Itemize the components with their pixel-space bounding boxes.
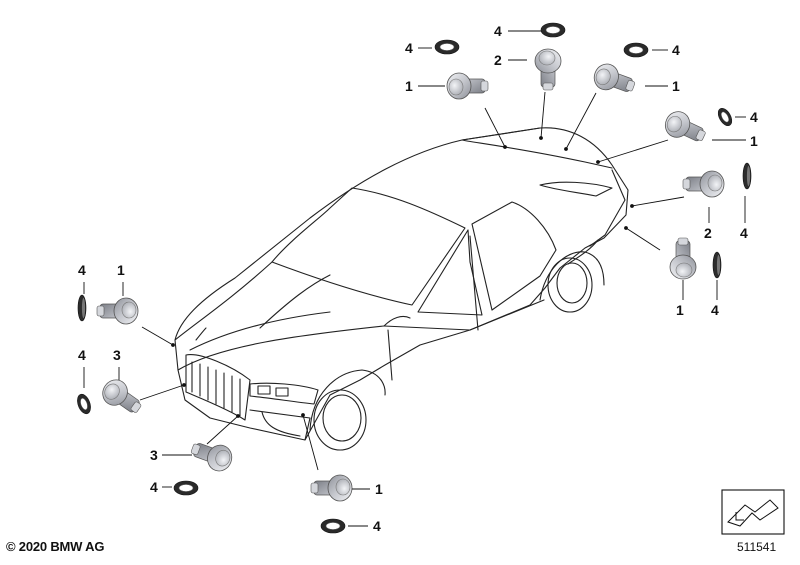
copyright-text: © 2020 BMW AG [6, 539, 105, 554]
callout-4-bottom-left: 4 [150, 479, 158, 495]
gasket-ring-right-middle [742, 162, 752, 190]
callout-4-right-lower: 4 [711, 302, 719, 318]
pdc-sensor-icon [721, 489, 785, 535]
callout-1-top-left: 1 [405, 78, 413, 94]
callout-3-bottom-left: 3 [150, 447, 158, 463]
gasket-ring-bottom-middle [320, 518, 346, 534]
gasket-ring-right-upper [715, 105, 735, 129]
callout-4-bottom-middle: 4 [373, 518, 381, 534]
callout-4-top-middle: 4 [494, 23, 502, 39]
gasket-ring-top-right [623, 42, 649, 58]
gasket-ring-bottom-left [173, 480, 199, 496]
pdc-sensor-left-upper [96, 297, 139, 325]
callout-2-right-middle: 2 [704, 225, 712, 241]
pdc-sensor-right-upper [660, 107, 710, 149]
callout-ticks [83, 30, 746, 527]
diagram-id: 511541 [737, 540, 777, 554]
callout-3-left-middle: 3 [113, 347, 121, 363]
car-outline [174, 127, 629, 451]
pdc-sensor-top-right [590, 60, 639, 100]
gasket-ring-right-lower [712, 251, 722, 279]
pdc-sensor-bottom-left [187, 435, 236, 475]
callout-2-top-middle: 2 [494, 52, 502, 68]
callout-1-top-right: 1 [672, 78, 680, 94]
pdc-sensor-top-left [446, 72, 489, 100]
gasket-ring-top-middle [540, 22, 566, 38]
pdc-sensor-bottom-middle [310, 474, 353, 502]
callout-1-right-upper: 1 [750, 133, 758, 149]
callout-4-left-middle: 4 [78, 347, 86, 363]
callout-4-top-right: 4 [672, 42, 680, 58]
callout-1-right-lower: 1 [676, 302, 684, 318]
leader-lines [139, 91, 685, 471]
gasket-ring-left-upper [77, 294, 87, 322]
callout-numbers: 4 1 4 2 4 1 4 1 4 2 1 4 4 1 4 3 3 4 1 4 [78, 23, 758, 534]
gasket-ring-left-middle [74, 392, 94, 416]
pdc-sensor-right-lower [669, 237, 697, 280]
callout-4-right-middle: 4 [740, 225, 748, 241]
pdc-sensor-left-middle [97, 374, 147, 421]
attachment-points [171, 136, 634, 418]
pdc-sensor-top-middle [534, 48, 562, 91]
callout-4-left-upper: 4 [78, 262, 86, 278]
pdc-sensor-right-middle [682, 170, 725, 198]
callout-1-bottom-middle: 1 [375, 481, 383, 497]
gasket-ring-top-left [434, 39, 460, 55]
callout-1-left-upper: 1 [117, 262, 125, 278]
callout-4-top-left: 4 [405, 40, 413, 56]
callout-4-right-upper: 4 [750, 109, 758, 125]
